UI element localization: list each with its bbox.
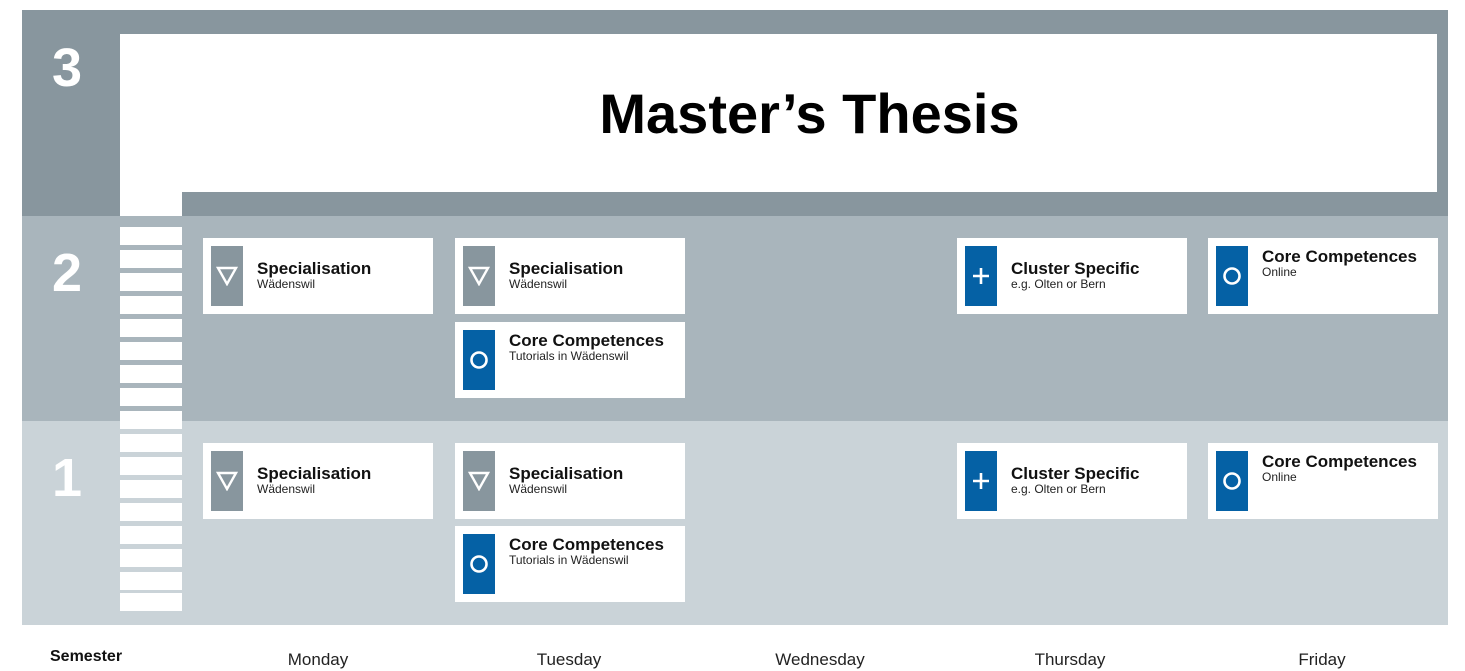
- card-core-tutorial-tuesday-s1: Core Competences Tutorials in Wädenswil: [455, 526, 685, 602]
- axis-day-wednesday: Wednesday: [775, 650, 865, 669]
- card-specialisation-tuesday-s2: Specialisation Wädenswil: [455, 238, 685, 314]
- circle-icon: [463, 330, 495, 390]
- card-title: Core Competences: [1262, 452, 1417, 471]
- circle-icon: [1216, 246, 1248, 306]
- plus-icon: [965, 451, 997, 511]
- card-subtitle: Wädenswil: [509, 277, 568, 291]
- card-subtitle: e.g. Olten or Bern: [1011, 277, 1106, 291]
- card-subtitle: Online: [1262, 470, 1297, 484]
- card-subtitle: e.g. Olten or Bern: [1011, 482, 1106, 496]
- thesis-title: Master’s Thesis: [599, 81, 1020, 145]
- card-title: Specialisation: [509, 464, 624, 483]
- specialisation-icon: [463, 451, 495, 511]
- semester-number-1: 1: [52, 448, 83, 508]
- circle-icon: [463, 534, 495, 594]
- card-title: Cluster Specific: [1011, 259, 1140, 278]
- card-title: Specialisation: [509, 259, 624, 278]
- semester-number-2: 2: [52, 243, 83, 303]
- stair-step: [120, 549, 182, 567]
- stair-step: [120, 457, 182, 475]
- card-subtitle: Wädenswil: [257, 277, 316, 291]
- card-core-online-friday-s1: Core Competences Online: [1208, 443, 1438, 519]
- card-specialisation-tuesday-s1: Specialisation Wädenswil: [455, 443, 685, 519]
- stair-step: [120, 572, 182, 590]
- card-core-tutorial-tuesday-s2: Core Competences Tutorials in Wädenswil: [455, 322, 685, 398]
- stair-step: [120, 319, 182, 337]
- card-cluster-thursday-s1: Cluster Specific e.g. Olten or Bern: [957, 443, 1187, 519]
- card-title: Core Competences: [509, 535, 664, 554]
- stair-step: [120, 365, 182, 383]
- stair-step: [120, 434, 182, 452]
- stair-step: [120, 296, 182, 314]
- card-subtitle: Online: [1262, 265, 1297, 279]
- card-title: Cluster Specific: [1011, 464, 1140, 483]
- specialisation-icon: [211, 246, 243, 306]
- card-specialisation-monday-s1: Specialisation Wädenswil: [203, 443, 433, 519]
- stair-step: [120, 503, 182, 521]
- specialisation-icon: [211, 451, 243, 511]
- card-title: Specialisation: [257, 259, 372, 278]
- card-core-online-friday-s2: Core Competences Online: [1208, 238, 1438, 314]
- plus-icon: [965, 246, 997, 306]
- axis-day-tuesday: Tuesday: [536, 650, 602, 669]
- card-title: Core Competences: [1262, 247, 1417, 266]
- stair-step: [120, 480, 182, 498]
- card-cluster-thursday-s2: Cluster Specific e.g. Olten or Bern: [957, 238, 1187, 314]
- card-title: Specialisation: [257, 464, 372, 483]
- axis-day-monday: Monday: [287, 650, 349, 669]
- stair-step: [120, 593, 182, 611]
- axis-semester-label: Semester: [50, 648, 123, 665]
- stair-step: [120, 273, 182, 291]
- thesis-box: [120, 34, 1437, 192]
- stair-step: [120, 411, 182, 429]
- card-subtitle: Tutorials in Wädenswil: [509, 349, 629, 363]
- card-subtitle: Tutorials in Wädenswil: [509, 553, 629, 567]
- stair-step: [120, 526, 182, 544]
- stair-step: [120, 250, 182, 268]
- stair-step: [120, 388, 182, 406]
- card-specialisation-monday-s2: Specialisation Wädenswil: [203, 238, 433, 314]
- stair-step: [120, 342, 182, 360]
- card-subtitle: Wädenswil: [509, 482, 568, 496]
- semester-number-3: 3: [52, 38, 83, 98]
- card-subtitle: Wädenswil: [257, 482, 316, 496]
- thesis-connector: [120, 192, 182, 216]
- card-title: Core Competences: [509, 331, 664, 350]
- axis-day-thursday: Thursday: [1034, 650, 1106, 669]
- stair-step: [120, 227, 182, 245]
- circle-icon: [1216, 451, 1248, 511]
- specialisation-icon: [463, 246, 495, 306]
- axis-day-friday: Friday: [1298, 650, 1346, 669]
